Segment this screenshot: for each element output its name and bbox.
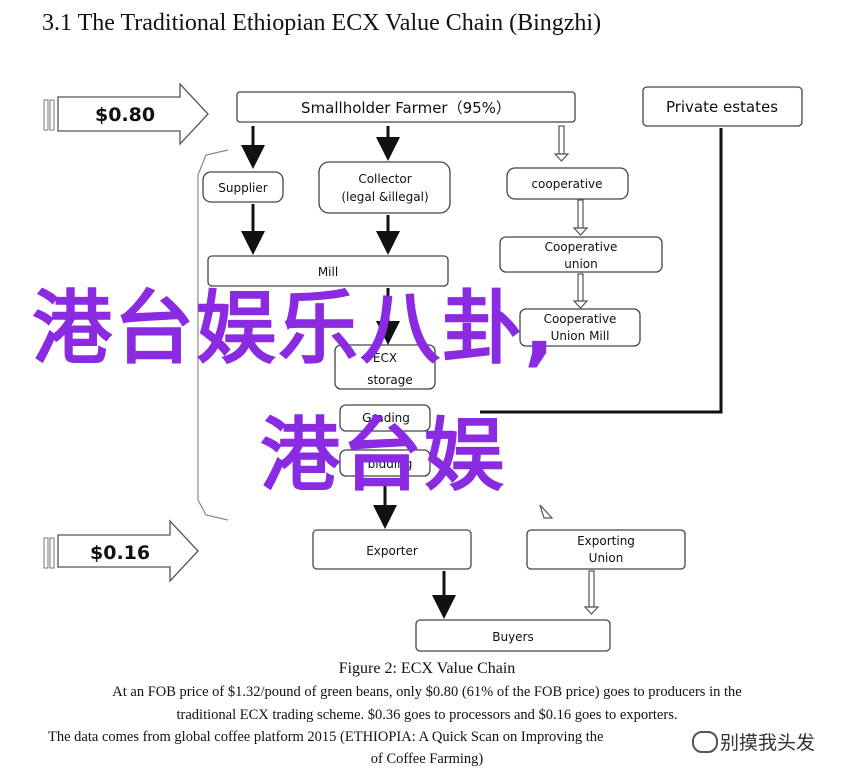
figure-caption-title: Figure 2: ECX Value Chain [338,660,516,677]
account-watermark: 别摸我头发 [720,732,816,754]
svg-text:Grading: Grading [362,411,410,425]
svg-text:Cooperative: Cooperative [544,312,617,326]
node-cooperative: cooperative [506,167,629,200]
node-ecx-storage: ECX storage [334,344,436,390]
svg-text:Private estates: Private estates [666,98,778,116]
watermark-line-2: 港台娱 [260,409,506,502]
svg-text:Collector: Collector [358,172,411,186]
account-icon [692,731,718,753]
svg-text:(legal &illegal): (legal &illegal) [341,190,428,204]
node-collector: Collector (legal &illegal) [318,161,451,214]
node-exporter: Exporter [312,529,472,570]
left-bracket [197,149,229,521]
svg-text:bidding: bidding [368,457,413,471]
flow-arrows [241,126,723,619]
node-cooperative-union-mill: Cooperative Union Mill [519,308,641,347]
svg-text:storage: storage [367,373,413,387]
svg-text:Smallholder Farmer（95%）: Smallholder Farmer（95%） [301,99,511,117]
figure-caption-line-4: of Coffee Farming) [370,751,484,767]
watermark-line-1: 港台娱乐八卦, [32,282,557,375]
node-bidding: bidding [339,449,431,477]
node-cooperative-union: Cooperative union [499,236,663,273]
svg-text:cooperative: cooperative [531,177,602,191]
node-exporting-union: Exporting Union [526,529,686,570]
node-buyers: Buyers [415,619,611,652]
node-grading: Grading [339,404,431,432]
svg-text:Exporting: Exporting [577,534,635,548]
node-supplier: Supplier [202,171,284,203]
cooperative-arrows [539,125,600,615]
figure-caption-line-1: At an FOB price of $1.32/pound of green … [112,684,742,700]
svg-text:Exporter: Exporter [366,544,418,558]
node-private-estates: Private estates [642,86,803,127]
svg-text:Buyers: Buyers [492,630,534,644]
svg-text:Cooperative: Cooperative [545,240,618,254]
figure-caption-line-3: The data comes from global coffee platfo… [48,729,604,745]
svg-text:Mill: Mill [318,265,338,279]
figure-caption-line-2: traditional ECX trading scheme. $0.36 go… [176,707,678,723]
svg-text:Union: Union [589,551,624,565]
svg-text:ECX: ECX [373,351,397,365]
price-arrow-top: $0.80 [43,82,209,146]
node-mill: Mill [207,255,449,287]
node-smallholder-farmer: Smallholder Farmer（95%） [236,91,576,123]
price-top-label: $0.80 [95,104,155,126]
price-bottom-label: $0.16 [90,542,150,564]
svg-text:Supplier: Supplier [218,181,268,195]
page-title: 3.1 The Traditional Ethiopian ECX Value … [42,10,602,36]
svg-text:Union Mill: Union Mill [551,329,610,343]
svg-text:union: union [564,257,598,271]
price-arrow-bottom: $0.16 [43,519,199,583]
